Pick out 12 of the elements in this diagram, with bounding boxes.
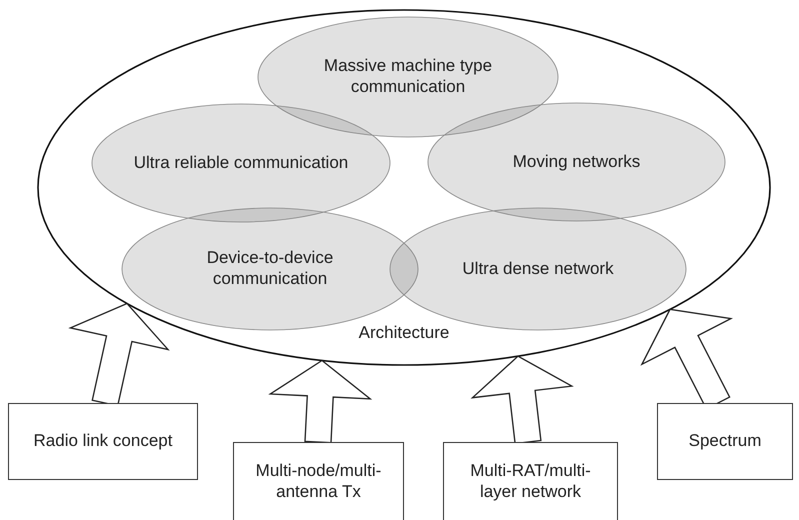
concept-box: Spectrum xyxy=(657,403,793,480)
concept-box: Multi-RAT/multi-layer network xyxy=(443,442,618,520)
concept-box: Multi-node/multi-antenna Tx xyxy=(233,442,404,520)
concept-box: Radio link concept xyxy=(8,403,198,480)
block-arrow xyxy=(470,355,574,444)
block-arrow xyxy=(268,360,372,444)
ellipse-label: Architecture xyxy=(358,323,450,343)
ellipse-label: Device-to-device communication xyxy=(206,248,334,290)
ellipse-label: Moving networks xyxy=(512,152,642,172)
ellipse-label: Ultra reliable communication xyxy=(132,152,350,174)
ellipse-label: Massive machine type communication xyxy=(322,56,494,98)
ellipse-label: Ultra dense network xyxy=(461,258,615,280)
